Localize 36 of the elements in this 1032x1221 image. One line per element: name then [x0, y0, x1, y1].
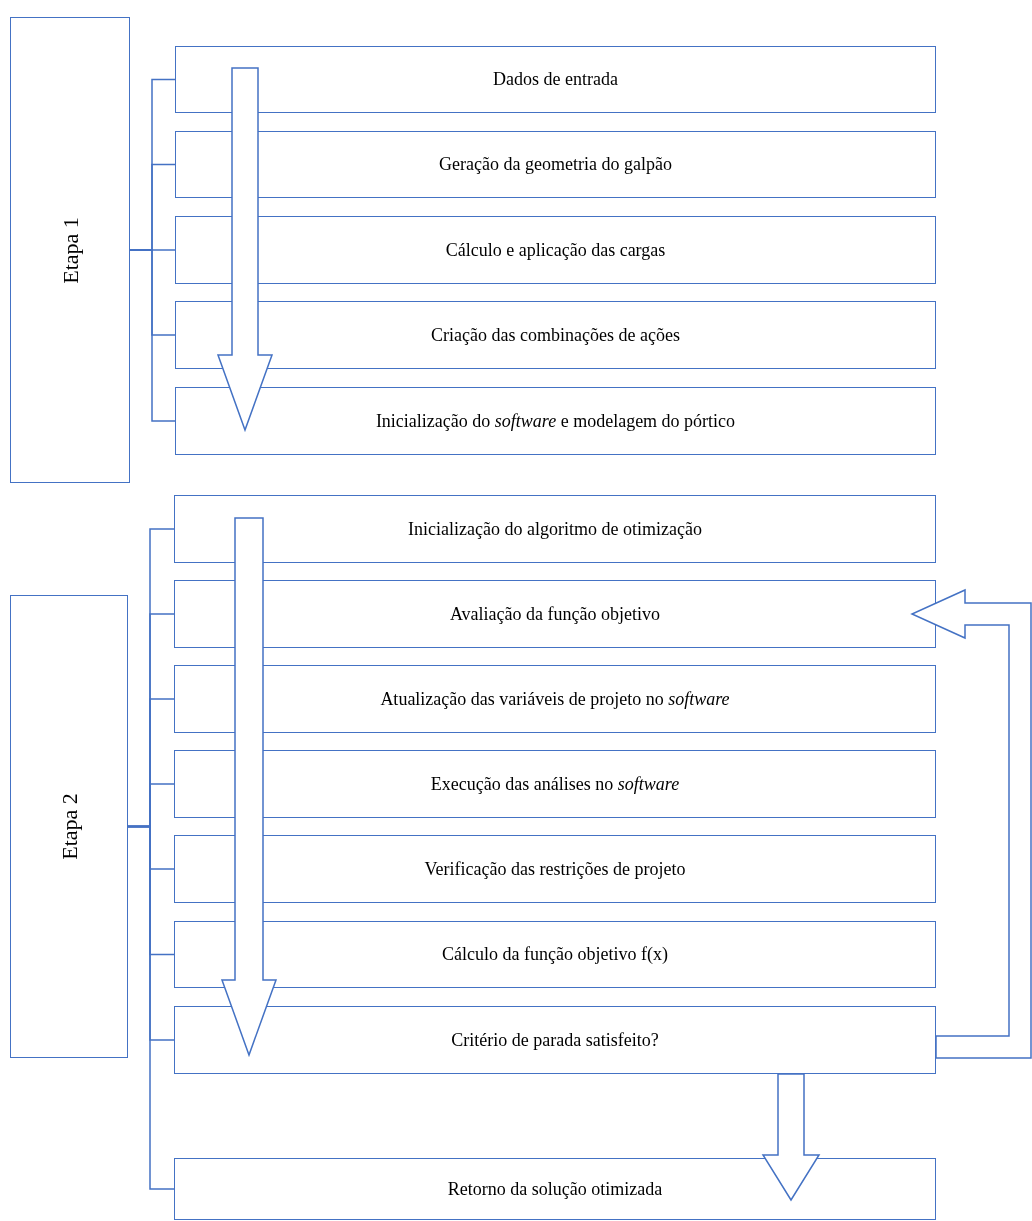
step-label: Criação das combinações de ações	[431, 323, 680, 347]
step-label: Cálculo e aplicação das cargas	[445, 238, 666, 262]
block-arrow	[761, 1073, 821, 1202]
step-box	[175, 46, 936, 113]
step-label: Dados de entrada	[493, 68, 618, 91]
step-box	[174, 835, 936, 903]
step-box	[175, 216, 936, 284]
step-label: Critério de parada satisfeito?	[451, 1028, 659, 1052]
step-box	[175, 387, 936, 455]
block-arrow	[910, 588, 1032, 1059]
step-label: Geração da geometria do galpão	[439, 153, 672, 176]
step-label: Cálculo da função objetivo f(x)	[442, 943, 668, 966]
step-box	[175, 131, 936, 198]
stage-label: Etapa 2	[55, 793, 83, 860]
step-box	[174, 580, 936, 648]
step-label: Retorno da solução otimizada	[447, 1177, 663, 1201]
step-label: Execução das análises no software	[430, 772, 680, 796]
step-label: Inicialização do software e modelagem do pórtico	[375, 409, 736, 433]
step-label: Avaliação da função objetivo	[449, 602, 661, 626]
step-label: Inicialização do algoritmo de otimização	[408, 517, 702, 541]
step-label: Atualização das variáveis de projeto no software	[380, 687, 730, 711]
step-box	[174, 750, 936, 818]
step-box	[175, 301, 936, 369]
stage-label: Etapa 1	[56, 216, 84, 284]
stage-box	[10, 17, 130, 483]
block-arrow	[216, 67, 274, 433]
stage-box	[10, 595, 128, 1058]
bracket-line	[129, 249, 176, 422]
block-arrow	[220, 517, 278, 1058]
step-box	[174, 1158, 936, 1220]
step-box	[174, 1006, 936, 1074]
bracket-line	[127, 825, 175, 1190]
step-box	[174, 665, 936, 733]
step-box	[174, 921, 936, 988]
step-label: Verificação das restrições de projeto	[424, 857, 686, 881]
step-box	[174, 495, 936, 563]
